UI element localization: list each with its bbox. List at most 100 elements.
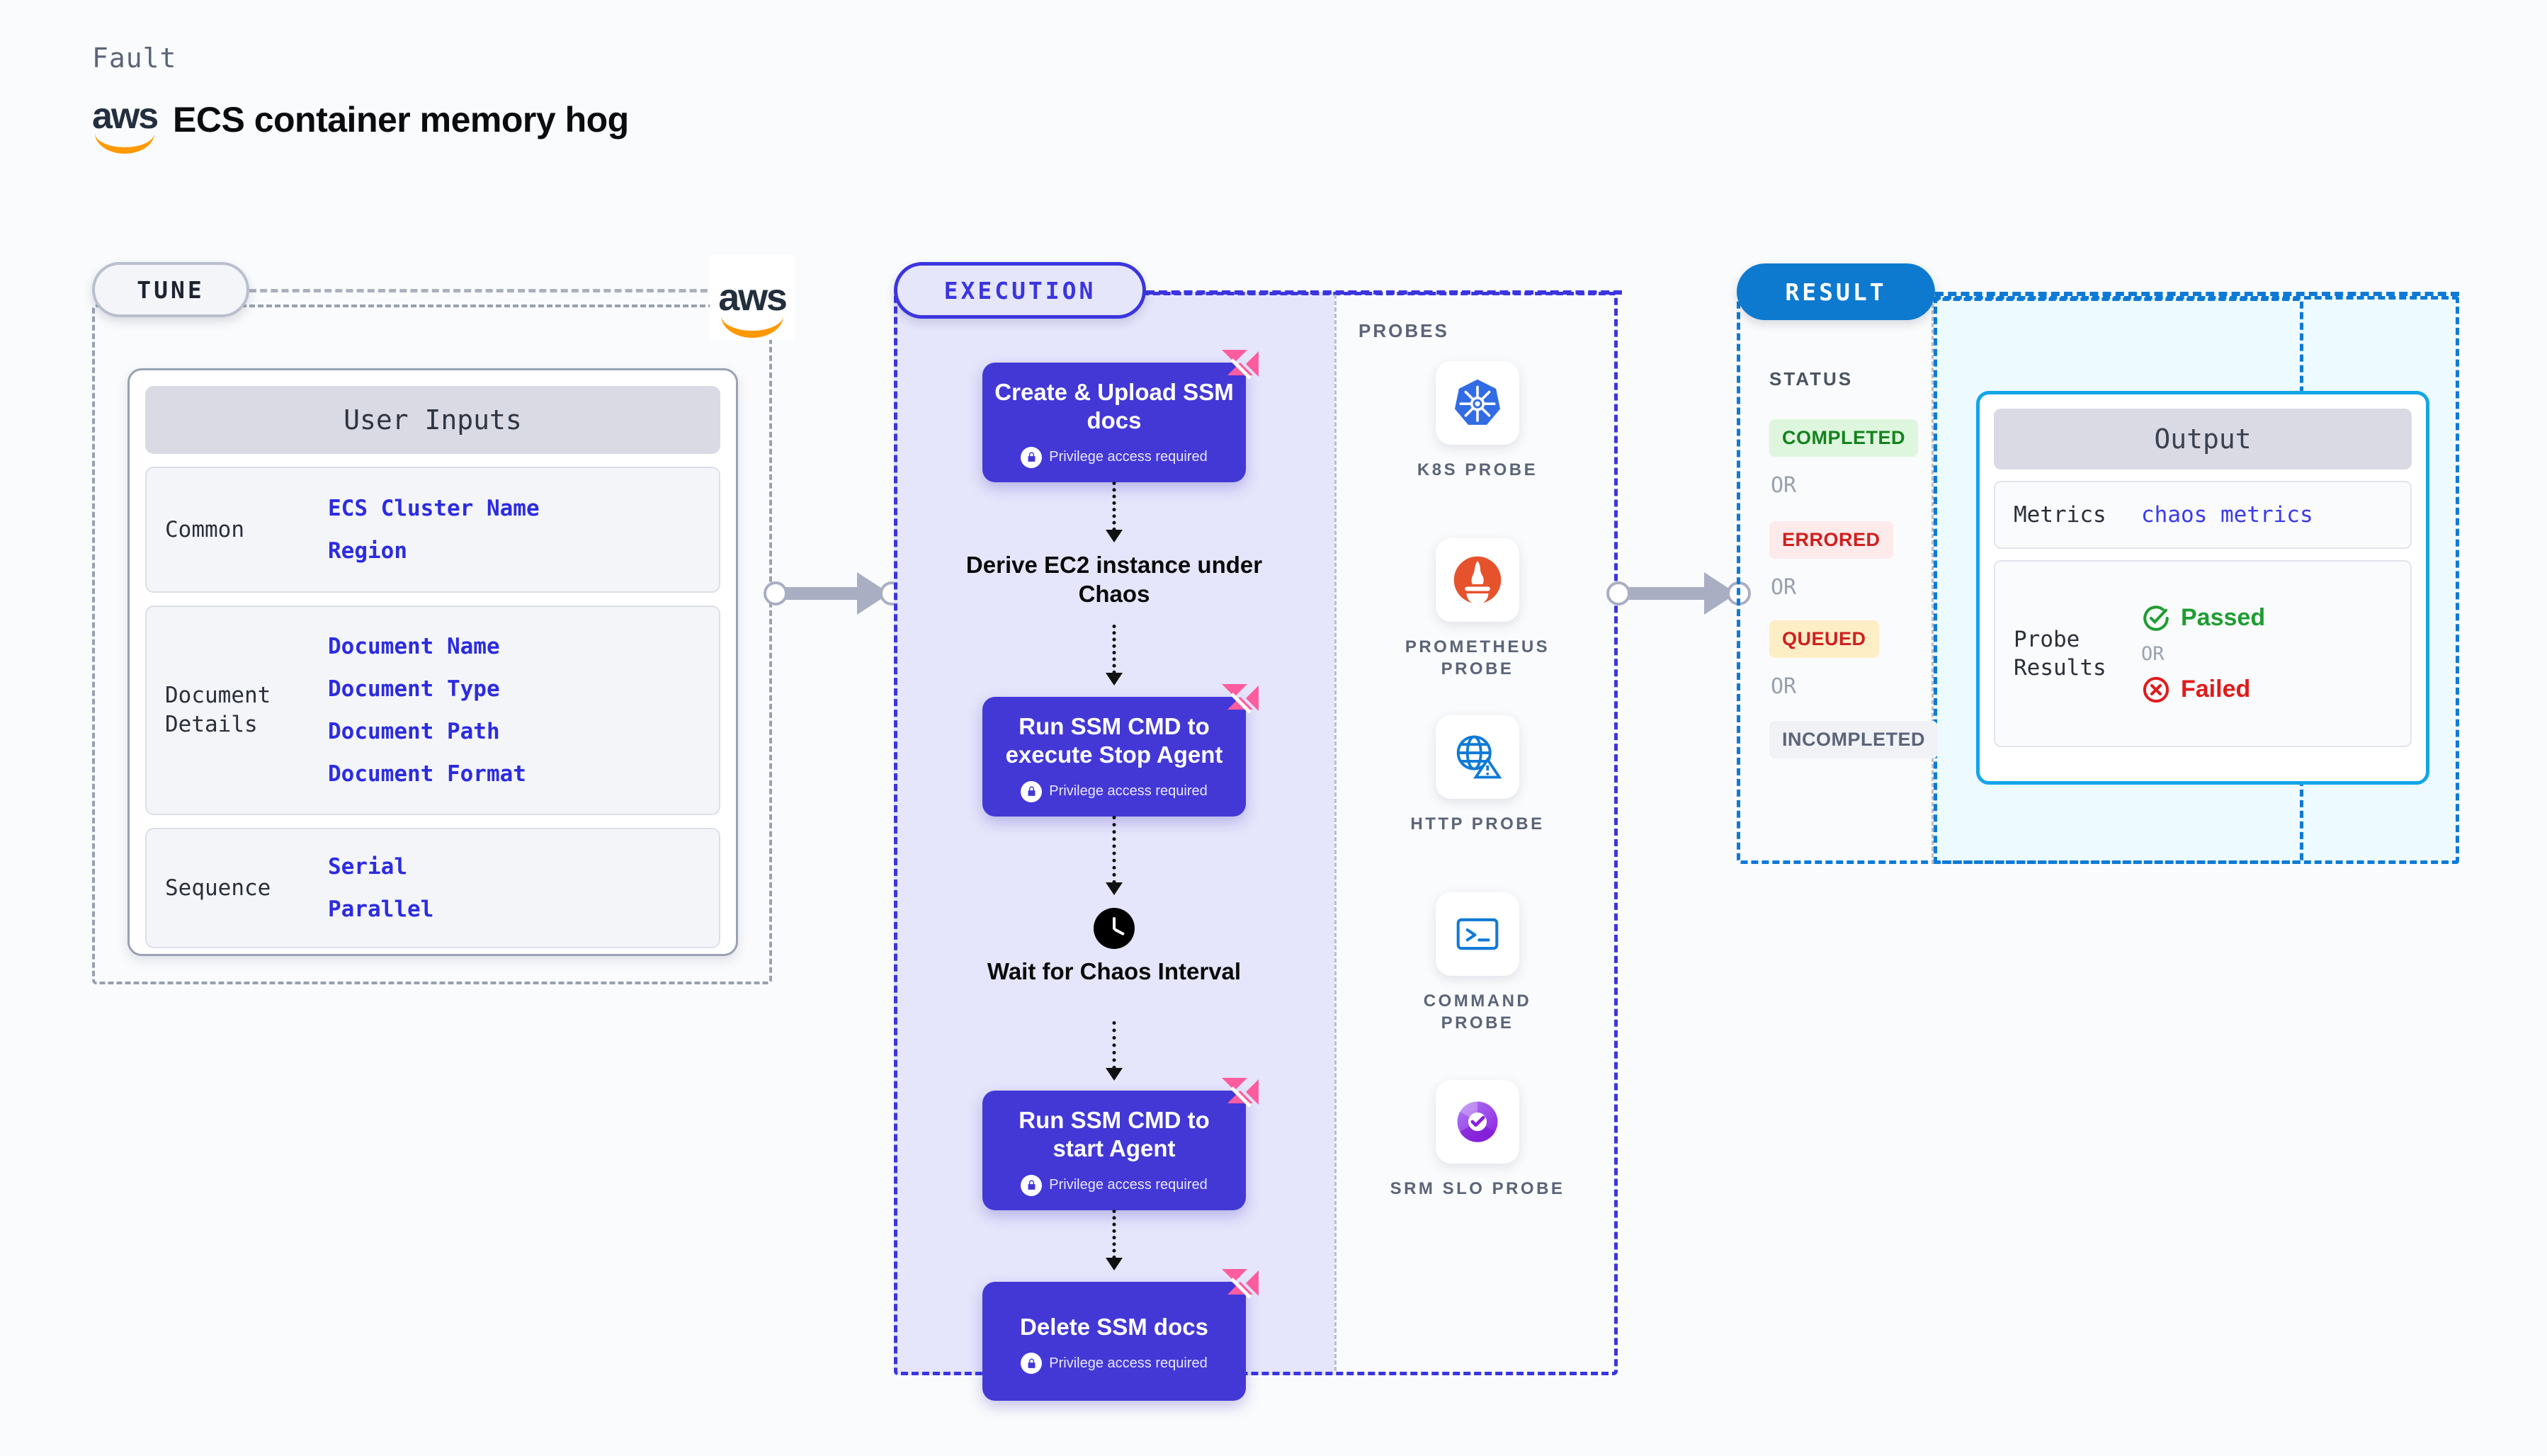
flow-node-run-ssm-cmd-stop-agent[interactable]: Run SSM CMD to execute Stop Agent Privil… [982, 684, 1259, 817]
metrics-label: Metrics [2014, 501, 2106, 528]
probe-result-passed: Passed [2141, 603, 2265, 633]
section-values: Serial Parallel [328, 854, 433, 922]
tune-section-document-details: Document Details Document Name Document … [145, 605, 720, 815]
tune-value[interactable]: Document Path [328, 719, 500, 744]
probe-command[interactable]: COMMAND PROBE [1385, 892, 1570, 1034]
probe-k8s[interactable]: K8S PROBE [1385, 361, 1570, 481]
lock-icon [1021, 780, 1043, 802]
output-card: Output Metrics chaos metrics Probe Resul… [1976, 391, 2429, 785]
flow-node-wait-for-chaos-interval: Wait for Chaos Interval [965, 908, 1263, 986]
srm-slo-icon [1436, 1080, 1519, 1164]
litmus-badge-icon [1222, 1269, 1259, 1299]
fault-eyebrow: Fault [92, 42, 177, 74]
privilege-text: Privilege access required [1049, 449, 1208, 465]
globe-alert-icon [1436, 715, 1519, 799]
section-values: ECS Cluster Name Region [328, 496, 540, 564]
probe-srm-slo[interactable]: SRM SLO PROBE [1385, 1080, 1570, 1200]
check-circle-icon [2143, 605, 2169, 631]
status-title: STATUS [1769, 368, 1854, 389]
flow-arrowhead [1106, 530, 1123, 542]
tune-value[interactable]: Serial [328, 854, 407, 880]
lock-icon [1021, 1353, 1043, 1375]
flow-node-title: Wait for Chaos Interval [987, 958, 1242, 984]
connector-start-dot [764, 581, 788, 605]
litmus-badge-icon [1222, 684, 1259, 714]
aws-logo-badge-icon: aws [710, 255, 795, 340]
privilege-badge: Privilege access required [992, 1174, 1236, 1196]
connector-execution-to-result [1606, 572, 1755, 615]
probe-http[interactable]: HTTP PROBE [1385, 715, 1570, 835]
flow-node-title: Derive EC2 instance under Chaos [965, 552, 1263, 607]
lock-icon [1021, 1174, 1043, 1196]
connector-start-dot [1606, 581, 1630, 605]
x-circle-icon [2143, 676, 2169, 703]
status-badge-queued: QUEUED [1769, 620, 1879, 658]
probe-result-failed: Failed [2141, 675, 2265, 705]
flow-arrowhead [1106, 882, 1123, 895]
flow-node-title: Delete SSM docs [1020, 1314, 1208, 1340]
execution-tag: EXECUTION [894, 262, 1146, 319]
page-header: Fault aws ECS container memory hog [92, 42, 629, 154]
prometheus-icon [1436, 538, 1519, 622]
clock-icon [1094, 908, 1135, 949]
failed-label: Failed [2181, 676, 2251, 703]
metrics-value[interactable]: chaos metrics [2141, 502, 2313, 528]
aws-logo-icon: aws [92, 98, 159, 154]
flow-connector [1112, 482, 1116, 531]
output-header: Output [1994, 409, 2412, 470]
privilege-badge: Privilege access required [992, 1353, 1236, 1375]
flow-connector [1112, 816, 1116, 884]
status-badge-incompleted: INCOMPLETED [1769, 721, 1939, 758]
tune-value[interactable]: Parallel [328, 897, 434, 922]
privilege-badge: Privilege access required [992, 446, 1236, 468]
title-row: aws ECS container memory hog [92, 98, 629, 154]
tune-connector-dash [249, 289, 718, 292]
status-or: OR [1771, 674, 1797, 699]
tune-value[interactable]: Document Format [328, 761, 526, 787]
litmus-badge-icon [1222, 350, 1259, 380]
page-title: ECS container memory hog [173, 100, 629, 140]
flow-connector [1112, 625, 1116, 674]
tune-section-sequence: Sequence Serial Parallel [145, 828, 720, 948]
flow-node-title: Run SSM CMD to start Agent [1019, 1107, 1210, 1162]
output-row-probe-results: Probe Results Passed OR Failed [1994, 560, 2412, 747]
flow-arrowhead [1106, 1068, 1123, 1081]
lock-icon [1021, 446, 1043, 468]
probe-label: COMMAND PROBE [1423, 991, 1532, 1033]
connector-tune-to-execution [764, 572, 905, 615]
flow-node-run-ssm-cmd-start-agent[interactable]: Run SSM CMD to start Agent Privilege acc… [982, 1078, 1259, 1210]
litmus-badge-icon [1222, 1078, 1259, 1108]
tune-tag: TUNE [92, 262, 249, 317]
passed-label: Passed [2181, 604, 2266, 631]
flow-node-derive-ec2-instance: Derive EC2 instance under Chaos [965, 551, 1263, 609]
probe-label: K8S PROBE [1417, 460, 1538, 479]
probe-prometheus[interactable]: PROMETHEUS PROBE [1385, 538, 1570, 680]
privilege-text: Privilege access required [1049, 1177, 1208, 1193]
result-top-dash [1935, 292, 2459, 296]
probes-divider [1334, 295, 1337, 1371]
tune-value[interactable]: ECS Cluster Name [328, 496, 540, 521]
status-badge-completed: COMPLETED [1769, 419, 1919, 457]
tune-section-common: Common ECS Cluster Name Region [145, 467, 720, 593]
execution-flow: Create & Upload SSM docs Privilege acces… [894, 292, 1334, 1401]
tune-value[interactable]: Region [328, 538, 407, 564]
privilege-badge: Privilege access required [992, 780, 1236, 802]
section-label: Sequence [165, 875, 271, 901]
privilege-text: Privilege access required [1049, 783, 1208, 799]
user-inputs-header: User Inputs [145, 386, 720, 454]
flow-node-title: Run SSM CMD to execute Stop Agent [1005, 713, 1223, 768]
execution-top-dash [1146, 290, 1622, 295]
tune-panel [92, 305, 772, 984]
probe-label: HTTP PROBE [1410, 814, 1545, 834]
privilege-text: Privilege access required [1049, 1355, 1208, 1371]
tune-value[interactable]: Document Type [328, 676, 500, 702]
probe-results-values: Passed OR Failed [2141, 603, 2265, 705]
probe-label: PROMETHEUS PROBE [1405, 637, 1550, 679]
status-or: OR [1771, 473, 1797, 498]
section-label: Document Details [165, 683, 271, 737]
flow-node-delete-ssm-docs[interactable]: Delete SSM docs Privilege access require… [982, 1269, 1259, 1401]
flow-node-create-upload-ssm-docs[interactable]: Create & Upload SSM docs Privilege acces… [982, 350, 1259, 482]
output-row-metrics: Metrics chaos metrics [1994, 481, 2412, 549]
tune-value[interactable]: Document Name [328, 634, 500, 659]
probe-label: SRM SLO PROBE [1390, 1179, 1565, 1198]
